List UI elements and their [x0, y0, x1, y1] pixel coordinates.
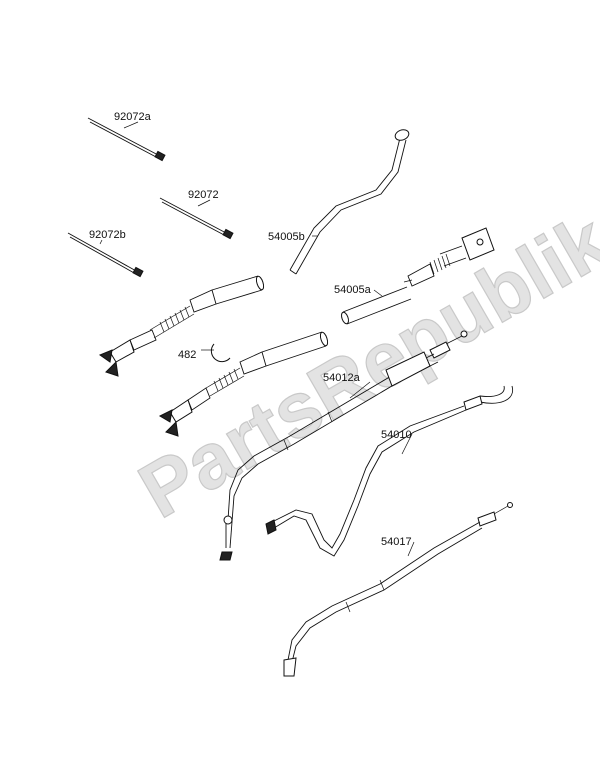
protector-tube-54005a[interactable] — [340, 286, 412, 325]
label-54017[interactable]: 54017 — [381, 536, 412, 548]
cable-54017[interactable] — [283, 502, 513, 677]
cable-tie-92072b[interactable] — [67, 232, 144, 278]
label-482[interactable]: 482 — [178, 349, 196, 361]
throttle-cable-54012a[interactable] — [219, 330, 468, 561]
cable-clevis-adjuster[interactable] — [403, 227, 495, 287]
label-92072b[interactable]: 92072b — [89, 229, 126, 241]
label-54005a[interactable]: 54005a — [334, 284, 372, 296]
brake-cable-upper[interactable] — [98, 275, 265, 377]
label-54005b[interactable]: 54005b — [268, 231, 305, 243]
watermark-text: PartsRepublik — [125, 196, 600, 535]
label-92072[interactable]: 92072 — [188, 189, 219, 201]
leader-lines — [99, 121, 415, 557]
label-54010[interactable]: 54010 — [381, 429, 412, 441]
label-92072a[interactable]: 92072a — [114, 111, 152, 123]
choke-cable-54010[interactable] — [265, 385, 514, 557]
cable-tie-92072[interactable] — [159, 197, 234, 240]
label-54012a[interactable]: 54012a — [323, 372, 361, 384]
cable-tie-92072a[interactable] — [87, 117, 166, 162]
circlip-482[interactable] — [201, 343, 231, 363]
protector-tube-54005b[interactable] — [289, 128, 410, 275]
brake-cable-lower[interactable] — [158, 331, 329, 437]
